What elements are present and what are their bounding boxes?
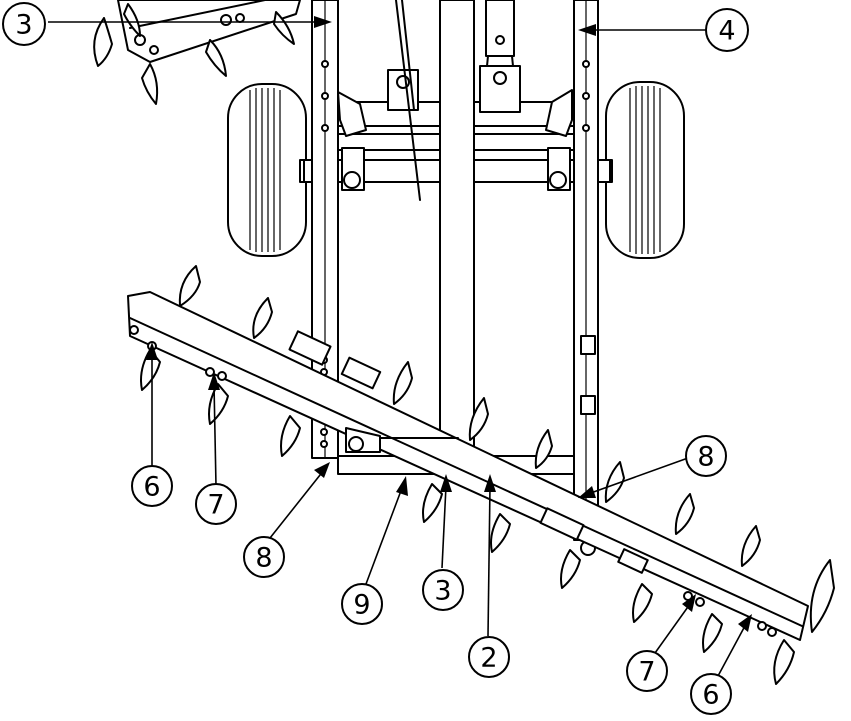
callout-6-left: 6 [131, 465, 173, 507]
callout-9: 9 [341, 583, 383, 625]
svg-text:4: 4 [718, 16, 735, 47]
callout-8-left: 8 [243, 536, 285, 578]
svg-text:3: 3 [434, 576, 451, 607]
svg-text:3: 3 [15, 10, 32, 41]
svg-text:7: 7 [638, 657, 655, 688]
callout-3-bottom: 3 [422, 569, 464, 611]
callout-4: 4 [705, 8, 749, 52]
callout-7-right: 7 [626, 650, 668, 692]
callout-7-left: 7 [195, 483, 237, 525]
callout-2: 2 [468, 636, 510, 678]
callout-3-top: 3 [2, 2, 46, 46]
front-disc-gang [127, 265, 835, 685]
left-wheel [227, 83, 321, 257]
svg-text:2: 2 [480, 643, 497, 674]
svg-text:7: 7 [207, 490, 224, 521]
upper-left-disc-gang [93, 0, 301, 105]
svg-text:9: 9 [353, 590, 370, 621]
svg-text:8: 8 [255, 543, 272, 574]
svg-text:6: 6 [143, 472, 160, 503]
callout-6-right: 6 [690, 673, 732, 715]
callout-8-right: 8 [685, 435, 727, 477]
leader-lines [48, 16, 752, 677]
svg-text:6: 6 [702, 680, 719, 711]
svg-text:8: 8 [697, 442, 714, 473]
